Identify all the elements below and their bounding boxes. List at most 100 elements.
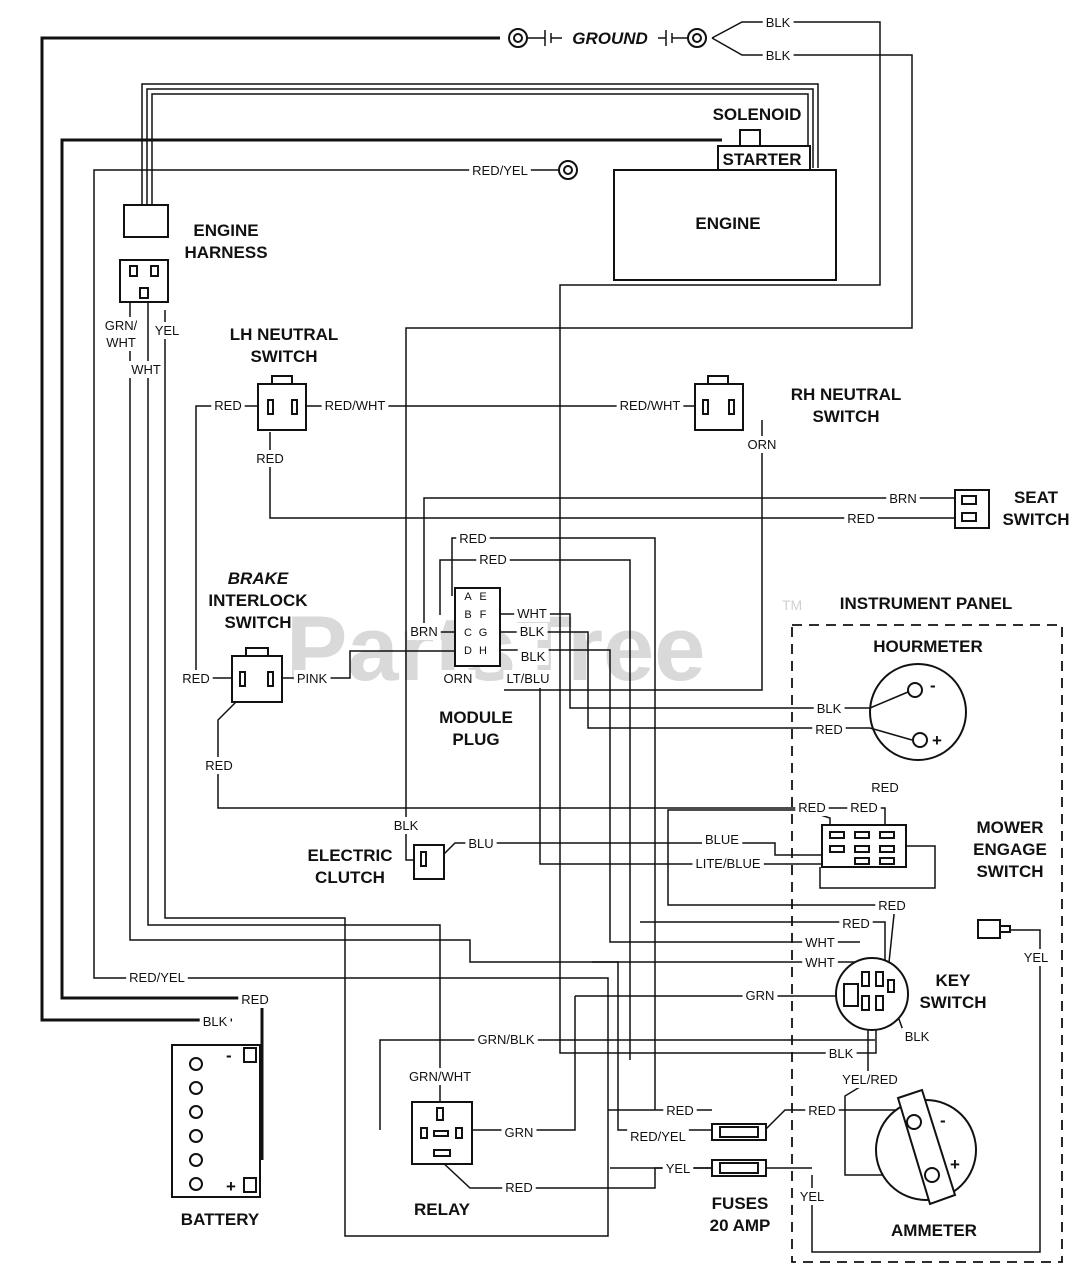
mower-title-2: ENGAGE — [973, 840, 1047, 859]
wire-label-bg — [202, 757, 236, 774]
grn-wht-wire — [129, 300, 712, 1131]
label-clutch-blu: BLU — [468, 836, 493, 851]
lh-neutral-title-1: LH NEUTRAL — [230, 325, 339, 344]
clutch-title-1: ELECTRIC — [308, 846, 393, 865]
electric-clutch — [413, 844, 445, 880]
label-seat-red: RED — [847, 511, 874, 526]
wire-label-bg — [501, 1124, 537, 1141]
wire-label-bg — [702, 831, 743, 848]
wht-harness-wire — [147, 300, 441, 1103]
wire-label-bg — [407, 623, 441, 640]
label-mower-red3: RED — [850, 800, 877, 815]
fuse-red-wire2 — [764, 1109, 920, 1131]
key-title-1: KEY — [936, 971, 972, 990]
wire-label-bg — [390, 817, 422, 834]
wire-label-bg — [762, 14, 794, 31]
label-wht-harness: WHT — [131, 362, 161, 377]
mower-title-1: MOWER — [976, 818, 1043, 837]
grn-blk-wire — [379, 1039, 875, 1130]
wire-label-bg — [101, 317, 141, 334]
label-mod-red2: RED — [479, 552, 506, 567]
engine-harness-plug — [123, 204, 169, 238]
wire-label-bg — [514, 605, 550, 622]
label-blk-top1: BLK — [766, 15, 791, 30]
label-blue: BLUE — [705, 832, 739, 847]
label-key-red1: RED — [878, 898, 905, 913]
label-grn-wht-harness-2: WHT — [106, 335, 136, 350]
blk-wire-top1 — [559, 21, 881, 1030]
seat-title-1: SEAT — [1014, 488, 1059, 507]
label-relay-grn: GRN — [505, 1125, 534, 1140]
relay-title: RELAY — [414, 1200, 471, 1219]
seat-title-2: SWITCH — [1002, 510, 1069, 529]
hourmeter-minus: - — [930, 676, 936, 695]
ammeter-title: AMMETER — [891, 1221, 977, 1240]
label-key-wht2: WHT — [805, 955, 835, 970]
label-key-blk1: BLK — [905, 1029, 930, 1044]
rh-neutral-title-1: RH NEUTRAL — [791, 385, 902, 404]
watermark-tm: TM — [782, 597, 802, 613]
module-pin-a: A — [464, 591, 472, 603]
module-pin-g: G — [479, 627, 488, 639]
ground-symbol-right — [658, 30, 688, 46]
battery — [171, 1044, 261, 1198]
wire-label-bg — [126, 969, 188, 986]
rh-orn-wire — [504, 420, 763, 691]
wire-label-bg — [465, 835, 497, 852]
label-lh-red-left: RED — [214, 398, 241, 413]
module-title-2: PLUG — [452, 730, 499, 749]
wire-label-bg — [103, 334, 139, 351]
wire-label-bg — [211, 397, 245, 414]
fuses-title-1: FUSES — [712, 1194, 769, 1213]
label-batt-red: RED — [241, 992, 268, 1007]
label-lite-blue: LITE/BLUE — [695, 856, 760, 871]
hourmeter-plus: + — [932, 731, 942, 750]
label-key-blk2: BLK — [829, 1046, 854, 1061]
label-hour-red: RED — [815, 722, 842, 737]
label-red-yel-top: RED/YEL — [472, 163, 528, 178]
wire-label-bg — [476, 551, 510, 568]
key-yel-wire — [811, 929, 1041, 1253]
lh-neutral-switch — [257, 383, 307, 431]
wire-label-bg — [179, 670, 213, 687]
wire-label-bg — [886, 490, 920, 507]
clutch-title-2: CLUTCH — [315, 868, 385, 887]
wire-label-bg — [875, 897, 909, 914]
wire-label-bg — [502, 1179, 536, 1196]
label-mod-wht: WHT — [517, 606, 547, 621]
wire-label-bg — [199, 1013, 231, 1030]
yel-red-wire — [844, 1008, 905, 1176]
label-brake-pink: PINK — [297, 671, 328, 686]
wire-label-bg — [321, 397, 389, 414]
brake-title-2: INTERLOCK — [208, 591, 308, 610]
battery-cells — [189, 1057, 203, 1191]
wire-label-bg — [474, 1031, 538, 1048]
wire-label-bg — [516, 623, 548, 640]
wire-label-bg — [456, 530, 490, 547]
module-pin-e: E — [479, 591, 486, 603]
instrument-panel-title: INSTRUMENT PANEL — [840, 594, 1013, 613]
wire-label-bg — [901, 1028, 933, 1045]
brake-title-1: BRAKE — [228, 569, 289, 588]
label-yel-red: YEL/RED — [842, 1072, 898, 1087]
wire-label-bg — [627, 1128, 689, 1145]
label-rh-red-wht: RED/WHT — [620, 398, 681, 413]
label-mower-red2: RED — [798, 800, 825, 815]
wire-label-bg — [839, 1071, 901, 1088]
label-key-grn: GRN — [746, 988, 775, 1003]
wire-label-bg — [238, 991, 272, 1008]
lh-red-seat-wire — [269, 432, 955, 519]
label-lh-red-wht: RED/WHT — [325, 398, 386, 413]
label-seat-brn: BRN — [889, 491, 916, 506]
label-mod-blk1: BLK — [520, 624, 545, 639]
wire-label-bg — [440, 670, 476, 687]
starter-red-wire — [60, 138, 722, 1160]
red-yel-wire — [93, 169, 609, 1237]
wire-label-bg — [503, 670, 553, 687]
module-plug — [454, 587, 501, 667]
label-grn-wht-harness: GRN/ — [105, 318, 138, 333]
battery-minus: - — [226, 1046, 232, 1065]
wire-label-bg — [151, 322, 183, 339]
wire-label-bg — [847, 799, 881, 816]
wire-label-bg — [692, 855, 764, 872]
